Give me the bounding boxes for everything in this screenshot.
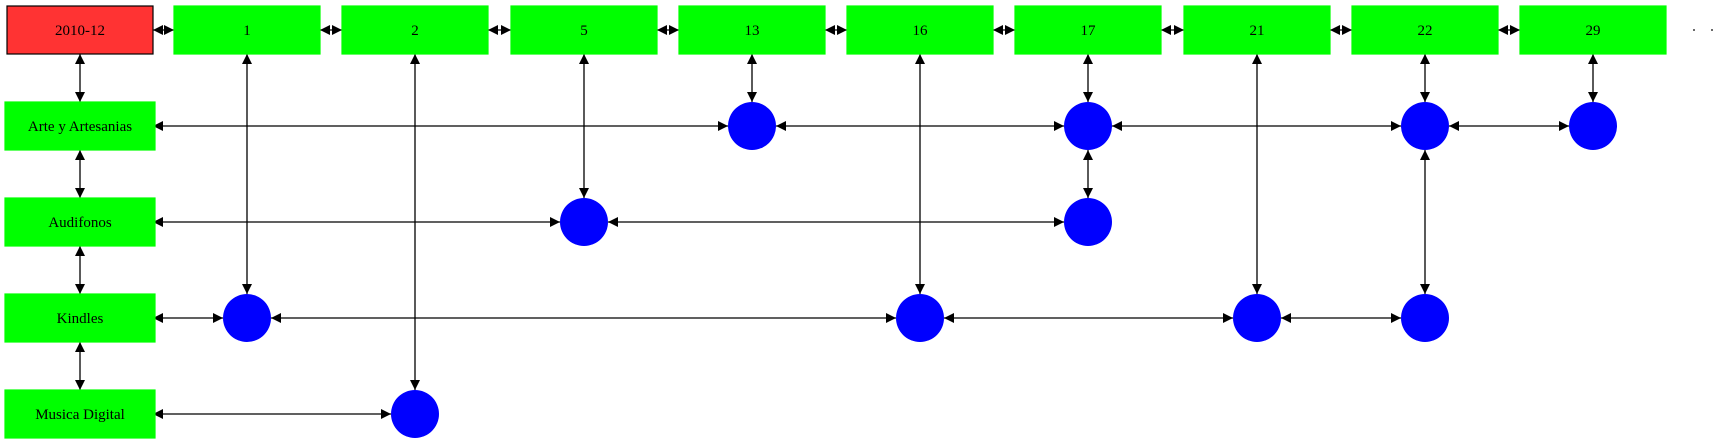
event-node-17-audifonos (1064, 198, 1112, 246)
day-node-16-label: 16 (913, 23, 929, 39)
category-node-musica-digital-label: Musica Digital (35, 407, 125, 423)
day-node-13-shape (678, 5, 826, 55)
day-node-13-label: 13 (745, 23, 760, 39)
category-node-kindles: Kindles (4, 293, 156, 343)
day-node-16: 16 (846, 5, 994, 55)
event-node-13-arte-y-artesanias (728, 102, 776, 150)
category-node-musica-digital-shape (4, 389, 156, 439)
root-node-label: 2010-12 (55, 23, 105, 39)
day-node-2: 2 (341, 5, 489, 55)
event-node-29-arte-y-artesanias (1569, 102, 1617, 150)
event-node-5-audifonos (560, 198, 608, 246)
event-node-16-kindles (896, 294, 944, 342)
day-node-17-label: 17 (1081, 23, 1097, 39)
category-node-kindles-shape (4, 293, 156, 343)
day-node-16-shape (846, 5, 994, 55)
event-node-2-musica-digital (391, 390, 439, 438)
event-node-21-kindles (1233, 294, 1281, 342)
day-node-29: 29 (1519, 5, 1667, 55)
category-node-audifonos-label: Audifonos (48, 215, 111, 231)
day-node-5: 5 (510, 5, 658, 55)
category-node-musica-digital: Musica Digital (4, 389, 156, 439)
day-node-29-label: 29 (1586, 23, 1601, 39)
day-node-13: 13 (678, 5, 826, 55)
category-node-audifonos: Audifonos (4, 197, 156, 247)
day-node-22-label: 22 (1418, 23, 1433, 39)
day-node-21-shape (1183, 5, 1331, 55)
day-node-22: 22 (1351, 5, 1499, 55)
day-node-1: 1 (173, 5, 321, 55)
category-node-audifonos-shape (4, 197, 156, 247)
day-node-5-shape (510, 5, 658, 55)
event-node-22-arte-y-artesanias (1401, 102, 1449, 150)
root-node: 2010-12 (6, 5, 154, 55)
day-node-21-label: 21 (1250, 23, 1265, 39)
root-node-shape (6, 5, 154, 55)
day-node-5-label: 5 (580, 23, 588, 39)
day-node-17: 17 (1014, 5, 1162, 55)
continuation-dots (1693, 29, 1713, 31)
event-node-17-arte-y-artesanias (1064, 102, 1112, 150)
day-node-22-shape (1351, 5, 1499, 55)
category-node-arte-y-artesanias: Arte y Artesanias (4, 101, 156, 151)
event-node-22-kindles (1401, 294, 1449, 342)
edges-layer (75, 25, 1598, 419)
day-node-1-shape (173, 5, 321, 55)
category-node-arte-y-artesanias-shape (4, 101, 156, 151)
day-node-2-shape (341, 5, 489, 55)
category-node-arte-y-artesanias-label: Arte y Artesanias (28, 119, 132, 135)
day-node-1-label: 1 (243, 23, 251, 39)
category-node-kindles-label: Kindles (57, 311, 104, 327)
day-node-17-shape (1014, 5, 1162, 55)
event-node-1-kindles (223, 294, 271, 342)
day-node-2-label: 2 (411, 23, 419, 39)
day-node-29-shape (1519, 5, 1667, 55)
day-node-21: 21 (1183, 5, 1331, 55)
